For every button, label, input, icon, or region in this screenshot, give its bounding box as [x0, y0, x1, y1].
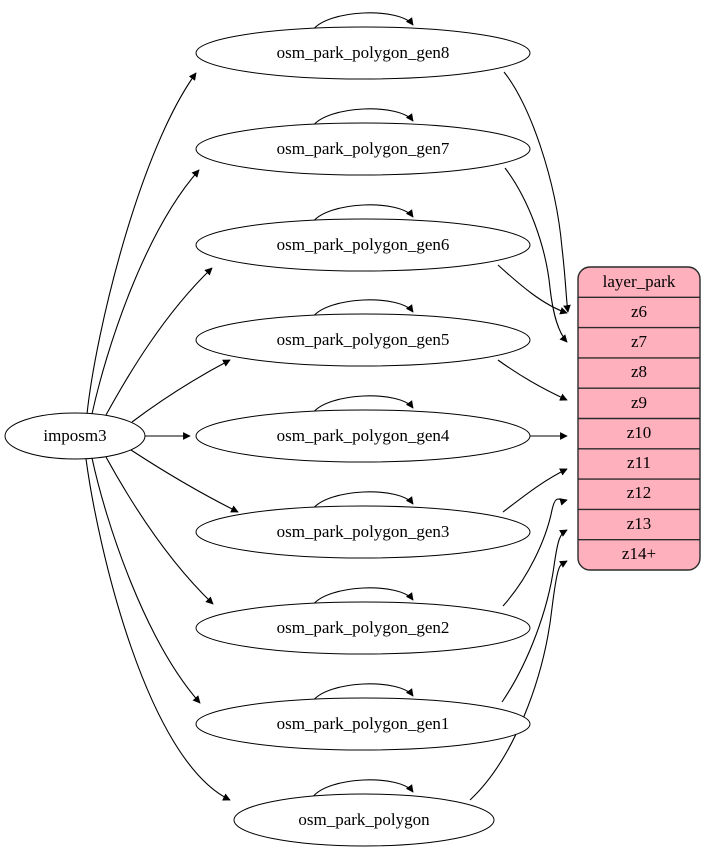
- self-loop-osm-park-polygon: [311, 779, 414, 799]
- edges-to-layer-park: [469, 71, 571, 801]
- osm-park-polygon-gen3-label: osm_park_polygon_gen3: [277, 522, 450, 541]
- table-row-z6[interactable]: z6: [631, 302, 647, 321]
- edge-gen2-to-z12: [502, 498, 568, 607]
- node-osm-park-polygon-gen3[interactable]: osm_park_polygon_gen3: [195, 505, 531, 559]
- table-row-z13[interactable]: z13: [627, 514, 652, 533]
- layer-park-table[interactable]: layer_park z6 z7 z8 z9 z10 z11 z12 z13 z…: [577, 266, 701, 571]
- osm-park-polygon-gen3-ellipse[interactable]: [195, 505, 531, 559]
- osm-park-polygon-gen7-ellipse[interactable]: [195, 122, 531, 176]
- self-loop-gen3: [311, 491, 414, 511]
- self-loop-gen1: [311, 683, 414, 703]
- node-osm-park-polygon-gen2[interactable]: osm_park_polygon_gen2: [195, 601, 531, 655]
- edge-imposm3-to-gen5: [131, 359, 231, 423]
- table-row-z7[interactable]: z7: [631, 332, 648, 351]
- self-loop-gen2: [311, 587, 414, 607]
- osm-park-polygon-gen5-ellipse[interactable]: [195, 313, 531, 367]
- self-loop-gen6: [311, 204, 414, 224]
- node-imposm3[interactable]: imposm3: [4, 412, 146, 460]
- self-loop-gen7: [311, 108, 414, 128]
- node-osm-park-polygon[interactable]: osm_park_polygon: [233, 793, 495, 847]
- node-osm-park-polygon-gen5[interactable]: osm_park_polygon_gen5: [195, 313, 531, 367]
- table-row-z14plus[interactable]: z14+: [622, 544, 656, 563]
- edge-imposm3-to-gen7: [91, 169, 200, 415]
- node-osm-park-polygon-gen1[interactable]: osm_park_polygon_gen1: [195, 697, 531, 751]
- edge-imposm3-to-gen1: [91, 457, 201, 704]
- osm-park-polygon-gen2-label: osm_park_polygon_gen2: [277, 618, 450, 637]
- node-osm-park-polygon-gen4[interactable]: osm_park_polygon_gen4: [195, 409, 531, 463]
- edge-gen7-to-z7: [504, 167, 568, 343]
- self-loop-gen5: [311, 299, 414, 319]
- table-row-z11[interactable]: z11: [627, 453, 651, 472]
- table-row-z10[interactable]: z10: [627, 423, 652, 442]
- edge-gen1-to-z13: [501, 529, 568, 703]
- table-row-z8[interactable]: z8: [631, 362, 647, 381]
- osm-park-polygon-gen8-ellipse[interactable]: [195, 26, 531, 80]
- edge-osm-park-polygon-to-z14: [469, 560, 568, 801]
- edge-imposm3-to-osm-park-polygon: [85, 458, 231, 801]
- osm-park-polygon-gen5-label: osm_park_polygon_gen5: [277, 330, 450, 349]
- osm-park-polygon-gen6-label: osm_park_polygon_gen6: [277, 235, 450, 254]
- osm-park-polygon-gen1-label: osm_park_polygon_gen1: [277, 714, 450, 733]
- osm-park-polygon-ellipse[interactable]: [233, 793, 495, 847]
- self-loop-edges: [311, 12, 414, 799]
- layer-park-header-label: layer_park: [603, 272, 676, 291]
- node-osm-park-polygon-gen7[interactable]: osm_park_polygon_gen7: [195, 122, 531, 176]
- node-osm-park-polygon-gen8[interactable]: osm_park_polygon_gen8: [195, 26, 531, 80]
- self-loop-gen4: [311, 395, 414, 415]
- osm-park-polygon-gen8-label: osm_park_polygon_gen8: [277, 43, 450, 62]
- edge-imposm3-to-gen6: [105, 267, 213, 416]
- edge-gen8-to-z6: [503, 71, 571, 313]
- imposm3-ellipse[interactable]: [4, 412, 146, 460]
- osm-park-polygon-gen7-label: osm_park_polygon_gen7: [277, 139, 450, 158]
- osm-park-polygon-label: osm_park_polygon: [298, 810, 430, 829]
- node-osm-park-polygon-gen6[interactable]: osm_park_polygon_gen6: [195, 218, 531, 272]
- osm-park-polygon-gen4-label: osm_park_polygon_gen4: [277, 426, 450, 445]
- edge-imposm3-to-gen2: [105, 456, 214, 605]
- table-row-z9[interactable]: z9: [631, 393, 647, 412]
- edge-imposm3-to-gen8: [86, 72, 197, 415]
- edge-gen6-to-z8: [497, 264, 568, 315]
- osm-park-polygon-gen1-ellipse[interactable]: [195, 697, 531, 751]
- edge-imposm3-to-gen3: [130, 449, 239, 513]
- table-row-z12[interactable]: z12: [627, 483, 652, 502]
- osm-park-polygon-gen6-ellipse[interactable]: [195, 218, 531, 272]
- self-loop-gen8: [311, 12, 414, 32]
- osm-park-polygon-gen2-ellipse[interactable]: [195, 601, 531, 655]
- edge-gen5-to-z9: [497, 359, 568, 401]
- edge-gen3-to-z11: [502, 468, 568, 513]
- imposm3-label: imposm3: [43, 426, 106, 445]
- edges-from-imposm3: [85, 72, 239, 801]
- osm-park-polygon-gen4-ellipse[interactable]: [195, 409, 531, 463]
